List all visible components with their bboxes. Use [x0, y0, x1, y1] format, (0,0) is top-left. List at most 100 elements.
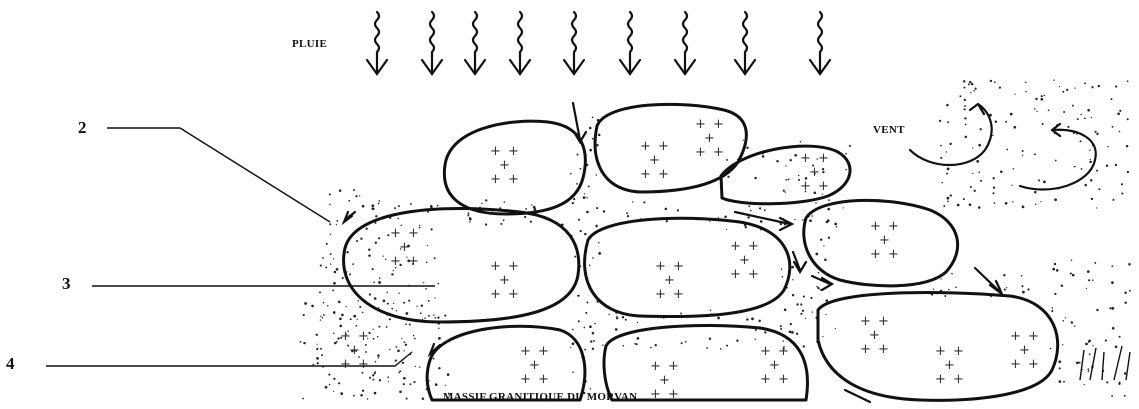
sand-grain	[978, 144, 981, 147]
sand-grain	[1027, 288, 1029, 290]
granite-cross: +	[739, 253, 750, 268]
sand-grain	[592, 257, 594, 259]
grass-tufts	[1080, 346, 1130, 380]
sand-grain	[827, 208, 830, 211]
sand-grain	[379, 282, 381, 284]
sand-grain	[762, 155, 765, 158]
sand-grain	[1038, 179, 1040, 181]
granite-cross: +	[390, 226, 401, 241]
sand-grain	[360, 394, 363, 397]
sand-grain	[1054, 293, 1056, 295]
sand-grain	[572, 342, 575, 345]
sand-grain	[800, 313, 802, 315]
sand-grain	[1127, 171, 1129, 173]
sand-grain	[405, 323, 407, 325]
sand-grain	[329, 384, 331, 386]
sand-grain	[359, 195, 360, 196]
sand-grain	[968, 83, 970, 85]
sand-grain	[379, 379, 381, 381]
sand-grain	[399, 391, 402, 394]
sand-grain	[792, 279, 793, 280]
granite-cross: +	[520, 344, 531, 359]
sand-grain	[1025, 91, 1026, 92]
granite-cross: +	[888, 247, 899, 262]
sand-grain	[975, 88, 977, 90]
sand-grain	[948, 289, 950, 291]
flow-arrow	[975, 268, 1002, 294]
sand-grain	[592, 138, 594, 140]
granite-cross: +	[349, 343, 360, 358]
sand-grain	[320, 348, 322, 350]
sand-grain	[849, 145, 851, 147]
sand-grain	[1119, 336, 1121, 338]
sand-grain	[333, 311, 336, 314]
granite-cross: +	[490, 172, 501, 187]
sand-grain	[650, 347, 651, 348]
sand-grain	[1050, 348, 1052, 350]
sand-grain	[339, 325, 342, 328]
flow-arrow	[573, 103, 586, 142]
sand-grain	[993, 177, 995, 179]
sand-grain	[394, 207, 396, 209]
sand-grain	[328, 374, 330, 376]
sand-grain	[1112, 199, 1114, 201]
sand-grain	[1044, 95, 1045, 96]
sand-grain	[353, 189, 355, 191]
granite-cross: +	[695, 145, 706, 160]
sand-grain	[789, 159, 791, 161]
sand-grain	[375, 361, 377, 363]
sand-grain	[469, 218, 472, 221]
sand-grain	[1025, 82, 1027, 84]
sand-grain	[824, 259, 827, 262]
sand-grain	[1081, 168, 1083, 170]
sand-grain	[785, 165, 786, 166]
sand-grain	[316, 344, 317, 345]
sand-grain	[940, 157, 942, 159]
granite-cross: +	[695, 117, 706, 132]
sand-grain	[375, 242, 377, 244]
sand-grain	[655, 344, 657, 346]
sand-grain	[615, 328, 618, 331]
sand-grain	[726, 229, 727, 230]
sand-grain	[419, 225, 420, 226]
sand-grain	[1095, 131, 1097, 133]
sand-grain	[944, 295, 946, 297]
sand-grain	[359, 306, 361, 308]
sand-grain	[946, 104, 949, 107]
granite-cross: +	[499, 158, 510, 173]
sand-grain	[373, 329, 374, 330]
wind-swirl-icon	[1020, 124, 1096, 190]
sand-grain	[820, 289, 822, 291]
granite-cross: +	[658, 167, 669, 182]
sand-grain	[1040, 201, 1041, 202]
granite-cross: +	[538, 372, 549, 387]
sand-grain	[1022, 150, 1024, 152]
sand-grain	[706, 347, 708, 349]
sand-grain	[329, 204, 331, 206]
sand-grain	[598, 252, 601, 255]
sand-grain	[419, 227, 421, 229]
sand-grain	[1092, 279, 1094, 281]
granite-cross: +	[730, 239, 741, 254]
sand-grain	[403, 377, 406, 380]
sand-grain	[372, 379, 374, 381]
sand-grain	[820, 238, 822, 240]
sand-grain	[386, 292, 387, 293]
granite-cross: +	[508, 259, 519, 274]
sand-grain	[993, 186, 995, 188]
sand-grain	[826, 221, 828, 223]
granite-cross: +	[655, 259, 666, 274]
sand-grain	[369, 293, 371, 295]
sand-grain	[375, 222, 377, 224]
sand-grain	[438, 337, 441, 340]
granite-cross: +	[399, 240, 410, 255]
sand-grain	[643, 201, 645, 203]
sand-grain	[570, 347, 571, 348]
granite-cross: +	[340, 357, 351, 372]
sand-grain	[969, 203, 972, 206]
sand-grain	[346, 251, 348, 253]
sand-grain	[1111, 98, 1113, 100]
sand-grain	[1034, 153, 1036, 155]
sand-grain	[596, 144, 598, 146]
sand-grain	[727, 176, 729, 178]
